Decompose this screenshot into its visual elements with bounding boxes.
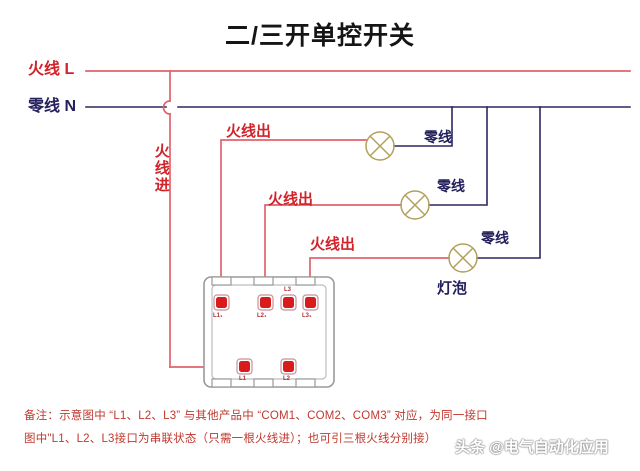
terminal-label-L3: L3 [284,287,292,293]
footnote-line-1: 备注：示意图中 “L1、L2、L3” 与其他产品中 “COM1、COM2、COM… [24,410,488,422]
live-wiring-group [85,70,631,368]
terminal-label-L3-1: L3₁ [302,313,312,319]
lamp-2-symbol [400,190,430,220]
live-hop-over-neutral [162,100,171,115]
neutral-drop-lamp-1 [393,106,453,147]
label-live-out-3: 火线出 [310,236,356,253]
footnote-line-2: 图中"L1、L2、L3接口为串联状态（只需一根火线进）；也可引三根火线分别接） [24,433,437,445]
live-out-wire-2 [264,204,402,304]
label-live-main: 火线 L [28,61,75,78]
terminal-label-L2: L2 [283,376,291,382]
terminal-L3 [280,294,297,311]
terminal-L2 [280,358,297,375]
terminal-L3-1 [302,294,319,311]
terminal-label-L1-1: L1₁ [213,313,223,319]
label-neutral-lamp-1: 零线 [424,129,452,145]
switch-body-group [203,276,335,388]
neutral-drop-lamp-2 [428,106,488,206]
lamp-1-symbol [365,131,395,161]
label-live-in: 火线进 [152,143,170,194]
lamp-symbols-group [365,131,478,273]
label-neutral-main: 零线 N [28,98,77,115]
label-bulb: 灯泡 [437,280,468,297]
switch-top-terminals [213,294,319,311]
terminal-L1-1 [213,294,230,311]
terminal-L1 [236,358,253,375]
terminal-L2-1 [257,294,274,311]
page-title: 二/三开单控开关 [225,22,415,50]
neutral-wiring-group [85,106,631,259]
switch-bottom-terminals [236,358,297,375]
label-live-out-1: 火线出 [226,123,272,140]
label-live-out-2: 火线出 [268,191,314,208]
label-neutral-lamp-3: 零线 [481,230,509,246]
watermark: 头条 @电气自动化应用 [455,439,609,456]
lamp-3-symbol [448,243,478,273]
label-neutral-lamp-2: 零线 [437,178,465,194]
neutral-drop-lamp-3 [476,106,541,259]
terminal-label-L1: L1 [239,376,247,382]
switch-bottom-notches [211,378,316,388]
switch-top-notches [211,276,316,286]
live-out-wire-1 [220,139,367,304]
terminal-label-L2-1: L2₁ [257,313,267,319]
